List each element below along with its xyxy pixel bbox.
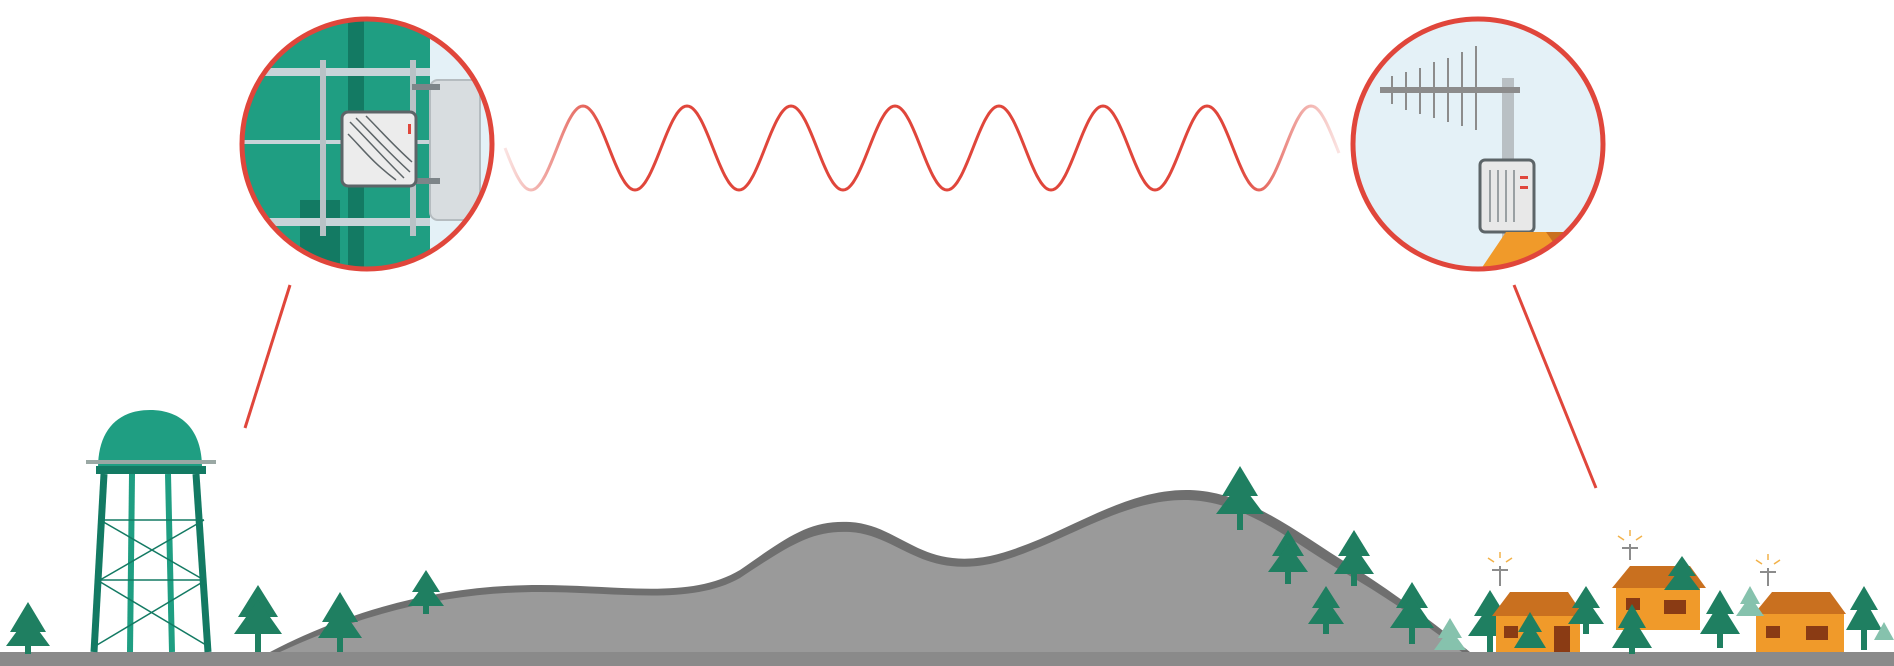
rooftop-antenna-icon <box>1487 552 1513 586</box>
tree-icon <box>1514 612 1546 648</box>
tree-icon <box>1216 466 1264 530</box>
tree-icon <box>1390 582 1434 644</box>
tree-icon <box>1434 618 1466 650</box>
mountain <box>280 499 1462 652</box>
house-icon <box>1487 552 1584 652</box>
water-tower-icon <box>86 410 216 653</box>
water-tower-leg <box>127 473 135 653</box>
rooftop-antenna-icon <box>1617 530 1643 560</box>
yagi-antenna-radio-icon <box>1350 16 1606 272</box>
water-tower-tank <box>98 410 202 468</box>
tree-icon <box>1664 556 1700 590</box>
trees-right <box>1216 466 1546 652</box>
water-tower-leg <box>90 473 108 653</box>
left-callout-pointer <box>243 284 292 429</box>
water-tower-base <box>96 466 206 474</box>
tree-icon <box>408 570 444 614</box>
tree-icon <box>1700 590 1740 648</box>
tree-icon <box>318 592 362 652</box>
tree-icon <box>1334 530 1374 586</box>
tree-icon <box>1874 622 1894 640</box>
water-tower-bracing <box>96 519 207 646</box>
tree-icon <box>1846 586 1882 650</box>
tree-icon <box>6 602 50 654</box>
right-callout-pointer <box>1512 284 1598 489</box>
tree-icon <box>1736 586 1764 616</box>
tree-icon <box>234 585 282 652</box>
tree-icon <box>1568 586 1604 634</box>
house-icon <box>1754 554 1846 652</box>
water-tower-leg <box>165 473 175 653</box>
radio-signal-wave-icon <box>503 104 1341 192</box>
tree-icon <box>1308 586 1344 634</box>
water-tower-leg <box>192 473 212 653</box>
tree-icon <box>1268 530 1308 584</box>
ground <box>0 652 1894 666</box>
tree-icon <box>1612 604 1652 654</box>
mountain-range <box>270 489 1470 652</box>
rooftop-antenna-icon <box>1755 554 1781 586</box>
tower-mounted-radio-icon <box>239 16 495 272</box>
water-tower-railing <box>86 460 216 464</box>
village <box>1487 530 1894 654</box>
trees-left <box>6 570 444 654</box>
